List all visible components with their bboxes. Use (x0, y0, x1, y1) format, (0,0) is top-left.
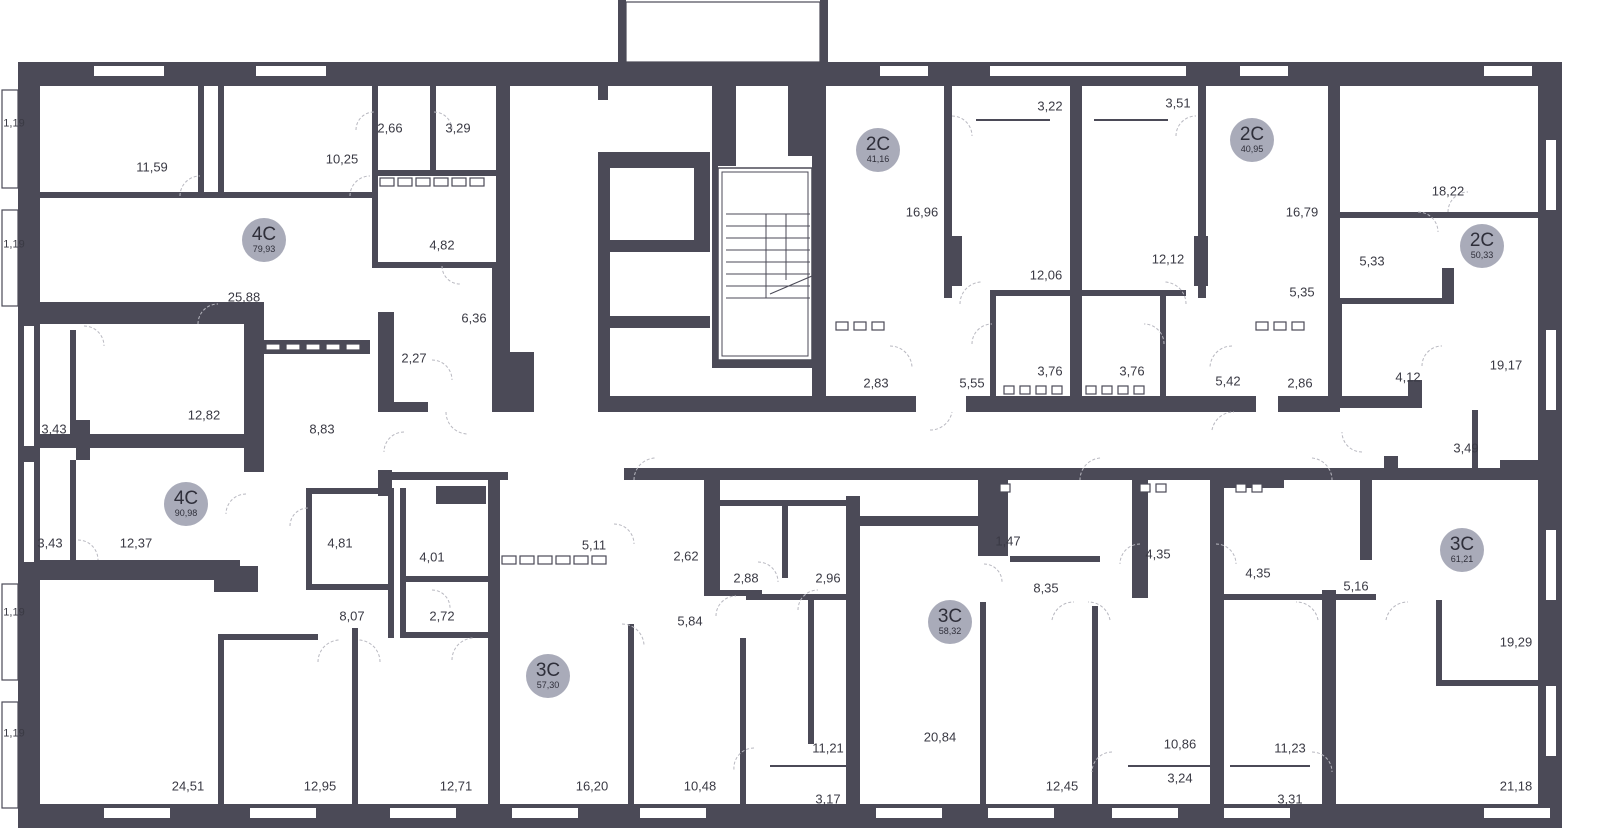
room-area: 3,22 (1037, 98, 1063, 114)
room-area: 19,17 (1489, 357, 1523, 373)
room-area: 24,51 (171, 778, 205, 794)
room-area: 4,82 (429, 237, 455, 253)
staircase (717, 167, 813, 361)
room-area: 1,47 (995, 533, 1021, 549)
room-area: 4,12 (1395, 369, 1421, 385)
room-area: 5,11 (581, 537, 607, 553)
room-area: 4,81 (327, 535, 353, 551)
room-area: 10,48 (683, 778, 717, 794)
room-area: 8,07 (339, 608, 365, 624)
room-area: 4,35 (1245, 565, 1271, 581)
room-area: 5,42 (1215, 373, 1241, 389)
shafts (265, 177, 1305, 565)
walls (18, 0, 1562, 828)
room-area: 19,29 (1499, 634, 1533, 650)
interior-partitions (770, 119, 1310, 767)
room-area: 20,84 (923, 729, 957, 745)
room-area: 16,79 (1285, 204, 1319, 220)
room-area: 3,49 (1453, 440, 1479, 456)
room-area: 25,88 (227, 289, 261, 305)
room-area: 12,12 (1151, 251, 1185, 267)
room-area: 12,06 (1029, 267, 1063, 283)
balcony-area: 1,19 (3, 238, 25, 251)
room-area: 8,83 (309, 421, 335, 437)
room-area: 12,82 (187, 407, 221, 423)
balcony-area: 1,19 (3, 727, 25, 740)
room-area: 2,86 (1287, 375, 1313, 391)
room-area: 10,25 (325, 151, 359, 167)
room-area: 3,24 (1167, 770, 1193, 786)
room-area: 5,84 (677, 613, 703, 629)
balcony-area: 1,19 (3, 117, 25, 130)
room-area: 3,76 (1119, 363, 1145, 379)
room-area: 3,76 (1037, 363, 1063, 379)
room-area: 2,72 (429, 608, 455, 624)
room-area: 11,59 (136, 159, 168, 175)
room-area: 10,86 (1163, 736, 1197, 752)
window-openings (24, 66, 1556, 818)
room-area: 5,55 (959, 375, 985, 391)
room-area: 21,18 (1499, 778, 1533, 794)
room-area: 12,71 (439, 778, 473, 794)
room-area: 2,27 (401, 350, 427, 366)
balconies (1, 1, 821, 809)
room-area: 5,33 (1359, 253, 1385, 269)
room-area: 4,35 (1145, 546, 1171, 562)
room-area: 12,37 (119, 535, 153, 551)
room-area: 3,17 (815, 791, 841, 807)
room-area: 3,43 (37, 535, 63, 551)
room-area: 5,16 (1343, 578, 1369, 594)
room-area: 6,36 (461, 310, 487, 326)
room-area: 3,31 (1277, 791, 1303, 807)
room-area: 3,51 (1165, 95, 1191, 111)
room-area: 5,35 (1289, 284, 1315, 300)
door-swings (77, 111, 1469, 773)
room-area: 3,43 (41, 421, 67, 437)
room-area: 2,66 (377, 120, 403, 136)
room-area: 16,20 (575, 778, 609, 794)
room-area: 4,01 (419, 549, 445, 565)
room-area: 8,35 (1033, 580, 1059, 596)
balcony-area: 1,19 (3, 606, 25, 619)
room-area: 11,21 (812, 740, 844, 756)
room-area: 2,96 (815, 570, 841, 586)
room-area: 2,83 (863, 375, 889, 391)
room-area: 12,45 (1045, 778, 1079, 794)
room-area: 18,22 (1431, 183, 1465, 199)
room-area: 2,88 (733, 570, 759, 586)
room-area: 3,29 (445, 120, 471, 136)
room-area: 16,96 (905, 204, 939, 220)
room-area: 12,95 (303, 778, 337, 794)
room-area: 11,23 (1274, 740, 1306, 756)
room-area: 2,62 (673, 548, 699, 564)
